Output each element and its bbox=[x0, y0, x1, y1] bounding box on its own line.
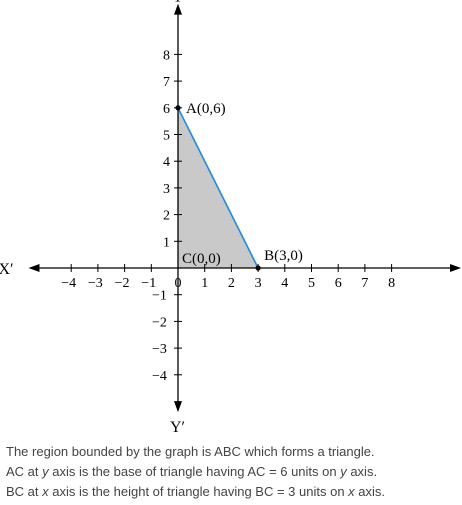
point-label: B(3,0) bbox=[264, 248, 303, 264]
x-tick-label: 0 bbox=[175, 276, 182, 291]
y-tick-label: −3 bbox=[152, 342, 167, 357]
points: A(0,6) B(3,0) C(0,0) bbox=[175, 101, 303, 271]
y-tick-label: 4 bbox=[163, 155, 170, 170]
axes: XX′YY′ bbox=[0, 0, 462, 432]
x-tick-label: −3 bbox=[88, 276, 103, 291]
caption-line-3-e: axis. bbox=[354, 484, 386, 499]
caption-line-2-b: y bbox=[42, 464, 49, 479]
y-tick-label: 8 bbox=[163, 48, 170, 63]
x-axis-arrow-left bbox=[28, 264, 40, 272]
y-tick-label: −2 bbox=[152, 315, 167, 330]
line-ab bbox=[177, 107, 259, 269]
coordinate-plot: XX′YY′ −4−3−2−1012345678−4−3−2−112345678… bbox=[0, 0, 462, 432]
caption-line-1-text: The region bounded by the graph is ABC w… bbox=[6, 444, 375, 459]
caption-line-2-d: y bbox=[340, 464, 347, 479]
caption-line-3-b: x bbox=[42, 484, 49, 499]
y-tick-label: 5 bbox=[163, 129, 170, 144]
caption-line-3-c: axis is the height of triangle having BC… bbox=[48, 484, 349, 499]
x-tick-label: 4 bbox=[281, 276, 288, 291]
caption: The region bounded by the graph is ABC w… bbox=[6, 442, 458, 502]
x-tick-label: 1 bbox=[201, 276, 208, 291]
y-tick-label: −1 bbox=[152, 289, 167, 304]
y-axis-arrow-down bbox=[174, 401, 182, 413]
x-axis-arrow-right bbox=[450, 264, 462, 272]
y-tick-label: −4 bbox=[152, 369, 167, 384]
x-tick-label: −1 bbox=[141, 276, 156, 291]
y-tick-label: 3 bbox=[163, 182, 170, 197]
y-tick-label: 2 bbox=[163, 209, 170, 224]
y-axis-arrow-up bbox=[174, 3, 182, 15]
y-axis-label-bottom: Y′ bbox=[170, 419, 185, 432]
caption-line-2-e: axis. bbox=[346, 464, 378, 479]
y-axis-label-top: Y bbox=[172, 0, 184, 6]
caption-line-1: The region bounded by the graph is ABC w… bbox=[6, 442, 458, 462]
x-tick-label: −4 bbox=[61, 276, 76, 291]
x-tick-label: 8 bbox=[388, 276, 395, 291]
caption-line-2-c: axis is the base of triangle having AC =… bbox=[48, 464, 341, 479]
y-tick-label: 6 bbox=[163, 102, 170, 117]
x-tick-label: −2 bbox=[115, 276, 130, 291]
caption-line-2-a: AC at bbox=[6, 464, 43, 479]
point-dot bbox=[175, 105, 181, 111]
caption-line-3-d: x bbox=[348, 484, 355, 499]
x-tick-label: 2 bbox=[228, 276, 235, 291]
caption-line-3-a: BC at bbox=[6, 484, 43, 499]
y-tick-label: 7 bbox=[163, 75, 170, 90]
ticks: −4 −3 −2 −1 0 1 2 3 4 5 6 7 8 −4 −3 −2 −1 1 2 3 4 5 6 7 8 bbox=[61, 48, 395, 383]
y-tick-label: 1 bbox=[163, 235, 170, 250]
x-tick-label: 6 bbox=[335, 276, 342, 291]
x-tick-label: 3 bbox=[255, 276, 262, 291]
x-tick-label: 5 bbox=[308, 276, 315, 291]
point-label: A(0,6) bbox=[186, 101, 226, 117]
point-dot bbox=[255, 265, 261, 271]
x-tick-label: 7 bbox=[361, 276, 368, 291]
x-axis-label-left: X′ bbox=[0, 261, 14, 278]
caption-line-3: BC at x axis is the height of triangle h… bbox=[6, 482, 458, 502]
caption-line-2: AC at y axis is the base of triangle hav… bbox=[6, 462, 458, 482]
point-label: C(0,0) bbox=[182, 251, 221, 267]
